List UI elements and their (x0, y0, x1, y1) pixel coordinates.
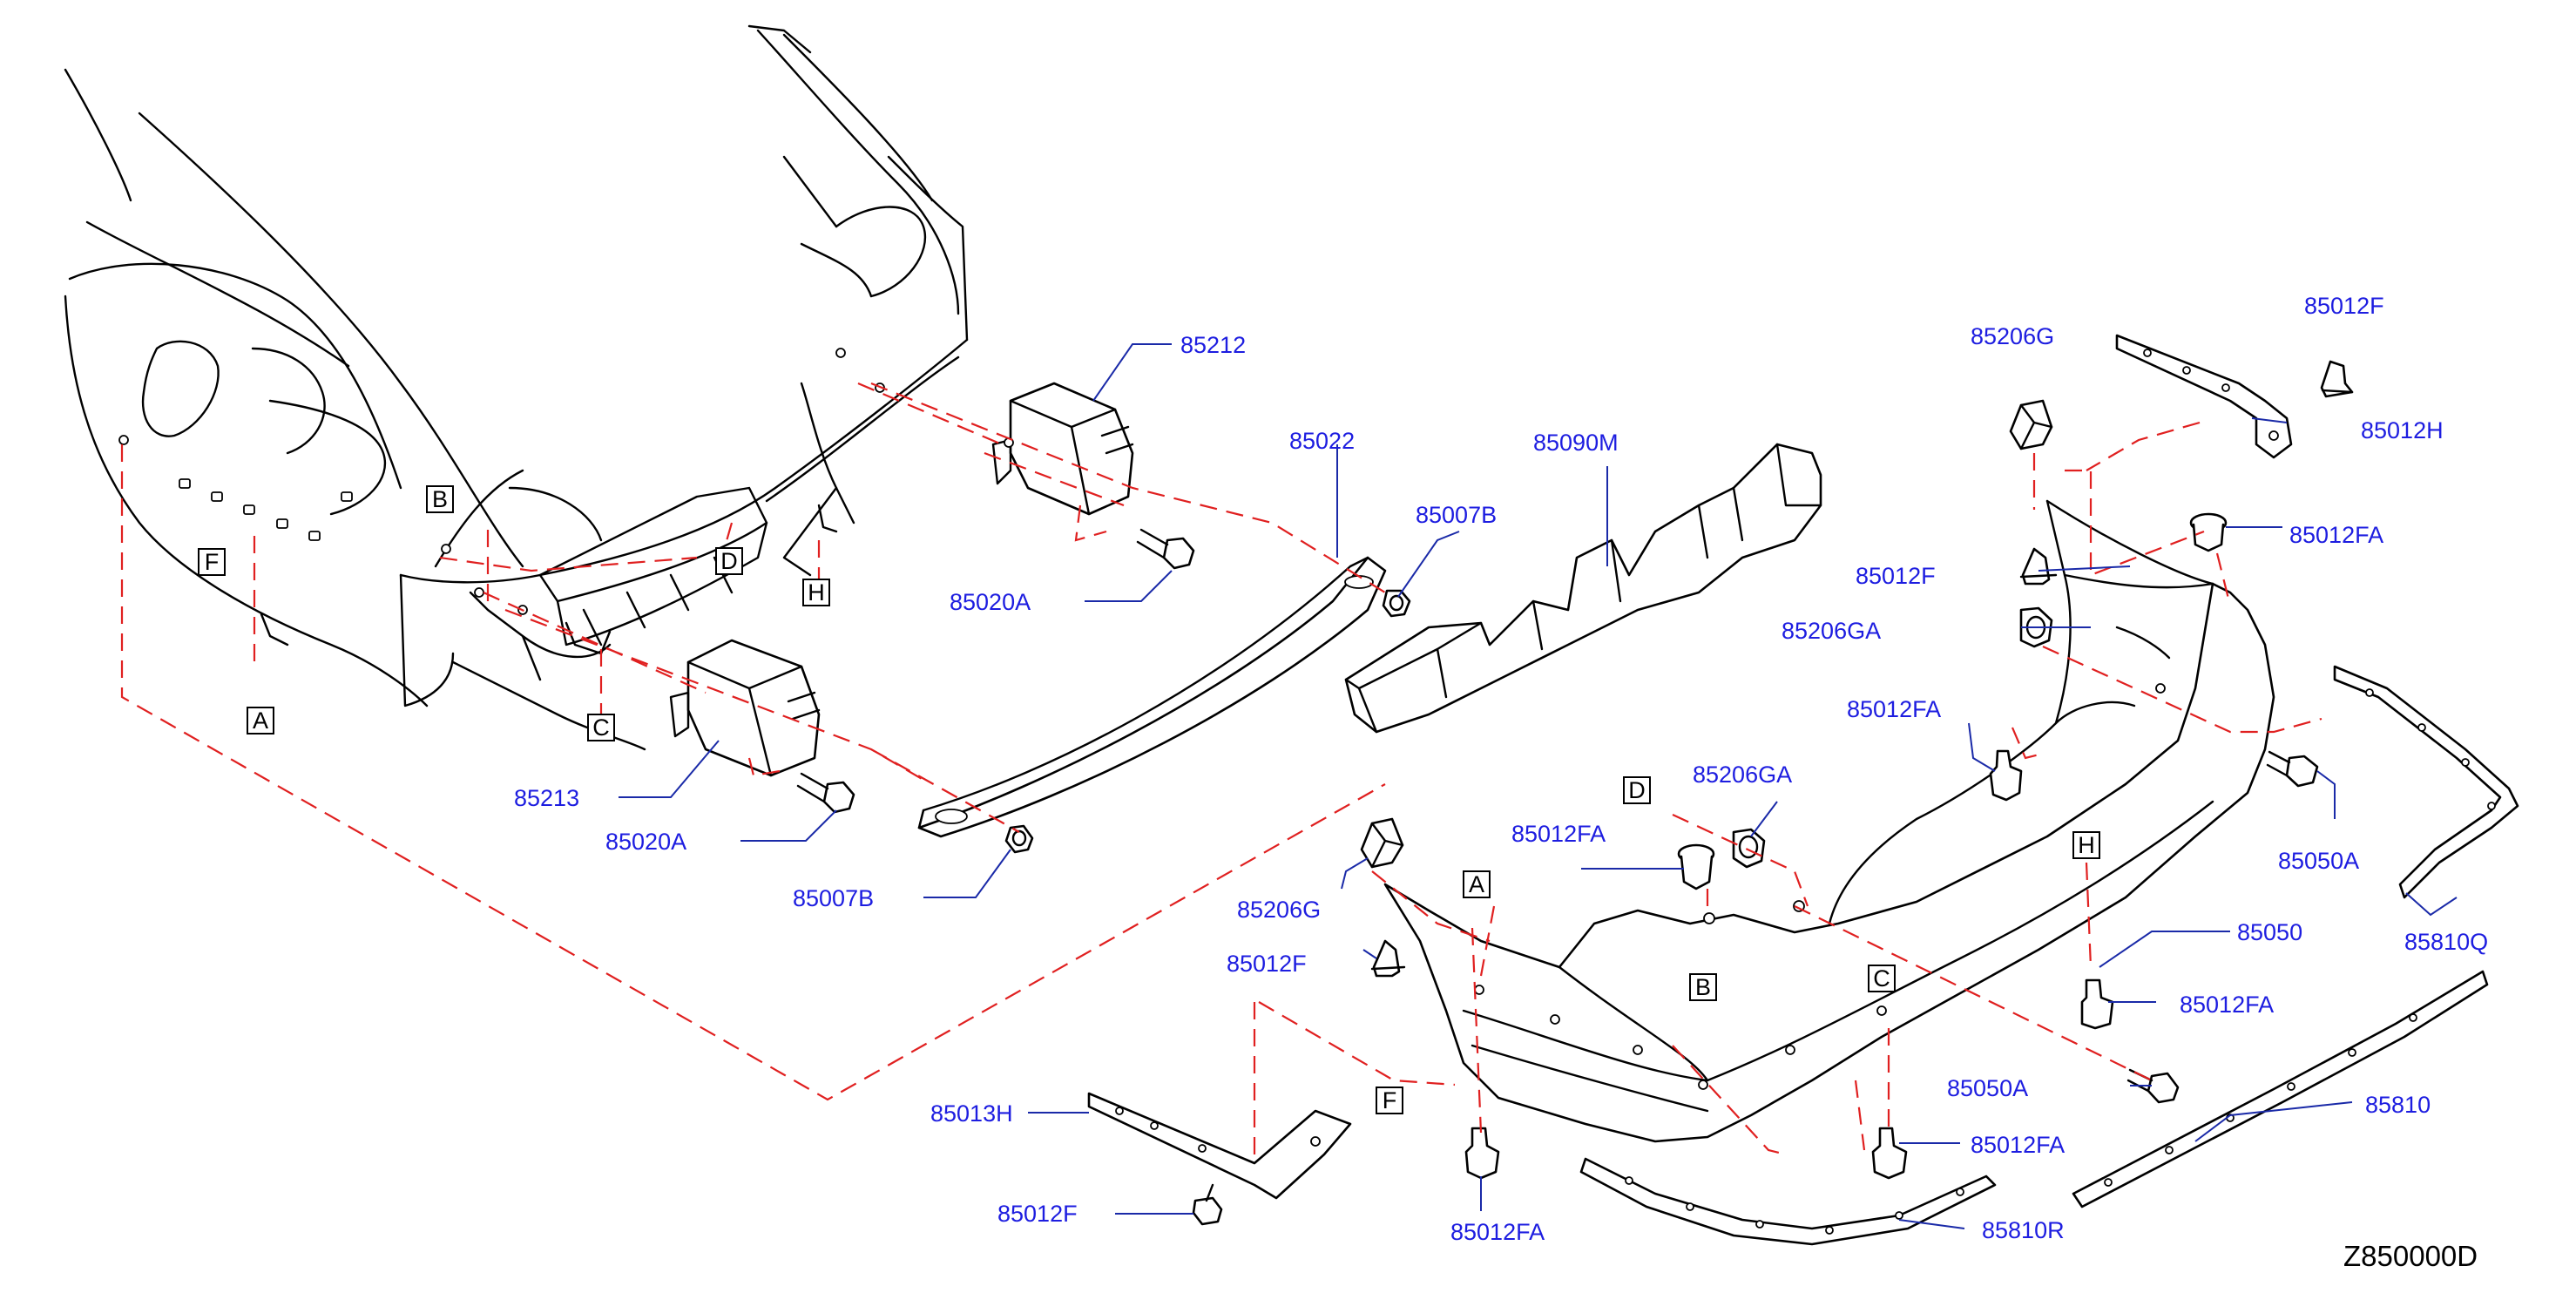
svg-text:C: C (1873, 965, 1890, 992)
svg-text:A: A (253, 707, 268, 734)
ref-letter-body-B: B (426, 485, 454, 513)
label-85050: 85050 (2237, 919, 2302, 945)
label-85012H: 85012H (2361, 417, 2444, 443)
svg-text:F: F (1383, 1087, 1397, 1114)
label-85012F-top: 85012F (2304, 293, 2384, 319)
svg-text:B: B (432, 486, 448, 512)
label-85013H: 85013H (930, 1100, 1013, 1127)
molding-85810Q (2333, 665, 2519, 899)
label-85810R: 85810R (1982, 1217, 2065, 1243)
label-85012FA-top: 85012FA (2289, 522, 2383, 548)
ref-letter-body-C: C (587, 714, 615, 741)
ref-letter-bumper-H: H (2072, 831, 2100, 859)
svg-text:A: A (1469, 871, 1484, 897)
label-85810: 85810 (2365, 1092, 2431, 1118)
label-85012FA-lower: 85012FA (1971, 1132, 2065, 1158)
bumper-fascia-85050 (1383, 499, 2275, 1143)
label-85012FA-bottom: 85012FA (1450, 1219, 1545, 1245)
bracket-85012H (2115, 334, 2293, 459)
label-85213: 85213 (514, 785, 579, 811)
leader-lines (619, 343, 2458, 1229)
molding-85810R (1579, 1157, 1997, 1246)
svg-text:B: B (1695, 974, 1711, 1000)
ref-letter-bumper-B: B (1689, 973, 1717, 1001)
label-85206G-left: 85206G (1237, 897, 1321, 923)
ref-letter-bumper-F: F (1376, 1087, 1403, 1114)
bracket-85212 (991, 382, 1134, 516)
ref-letter-body-A: A (247, 707, 274, 735)
label-85212: 85212 (1180, 332, 1246, 358)
label-85090M: 85090M (1533, 430, 1619, 456)
svg-text:D: D (720, 548, 738, 574)
svg-text:D: D (1628, 777, 1646, 803)
label-85012FA-mid: 85012FA (1847, 696, 1941, 722)
ref-letter-bumper-A: A (1463, 870, 1491, 898)
ref-letter-bumper-C: C (1868, 965, 1896, 992)
diagram-code: Z850000D (2343, 1240, 2478, 1272)
ref-letter-bumper-D: D (1623, 776, 1651, 804)
label-85012F-bottom: 85012F (997, 1201, 1078, 1227)
label-85050A-lower: 85050A (1947, 1075, 2028, 1101)
svg-text:C: C (592, 714, 610, 741)
alignment-lines (120, 382, 2322, 1159)
label-85206GA-right: 85206GA (1782, 618, 1881, 644)
svg-text:F: F (205, 549, 220, 575)
absorber-85090M (1344, 443, 1822, 734)
label-85012F-left: 85012F (1227, 951, 1307, 977)
reinforcement-85022 (917, 556, 1387, 838)
bracket-85013H (1087, 1092, 1352, 1200)
ref-letter-body-F: F (198, 548, 226, 576)
rear-body-structure (64, 24, 969, 751)
label-85050A-right: 85050A (2278, 848, 2359, 874)
label-85012FA-right: 85012FA (2180, 992, 2274, 1018)
ref-letter-body-H: H (802, 579, 830, 606)
label-85206GA-centre: 85206GA (1693, 762, 1792, 788)
bracket-85213 (669, 639, 821, 777)
label-85007B-lower: 85007B (793, 885, 874, 911)
svg-text:H: H (808, 579, 825, 606)
ref-letter-body-D: D (715, 547, 743, 575)
label-85012F-mid: 85012F (1856, 563, 1936, 589)
svg-text:H: H (2078, 832, 2095, 858)
label-85022: 85022 (1289, 428, 1355, 454)
label-85810Q: 85810Q (2404, 929, 2488, 955)
part-number-labels: 85212 85022 85090M 85007B 85020A 85213 8… (514, 293, 2488, 1245)
label-85206G-top: 85206G (1971, 323, 2054, 349)
label-85012FA-centre: 85012FA (1511, 821, 1606, 847)
label-85020A-lower: 85020A (605, 829, 686, 855)
molding-85810 (2072, 970, 2489, 1208)
label-85020A-upper: 85020A (950, 589, 1031, 615)
label-85007B-upper: 85007B (1416, 502, 1497, 528)
